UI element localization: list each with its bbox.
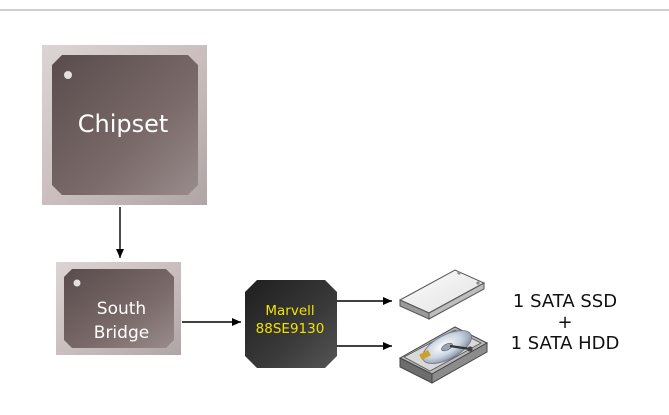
marvell-label-line1: Marvell [265, 303, 315, 319]
pin1-dot-icon [73, 279, 81, 287]
south-bridge-label: South Bridge [64, 297, 179, 345]
marvell-controller-chip [245, 280, 337, 368]
marvell-label-line2: 88SE9130 [255, 321, 325, 337]
chipset-label: Chipset [77, 110, 169, 138]
storage-label-plus: + [557, 312, 573, 333]
south-bridge-label-line2: Bridge [93, 323, 150, 343]
hard-disk-drive-icon [398, 326, 489, 384]
south-bridge-label-line1: South [96, 299, 147, 319]
chipset-chip [42, 45, 207, 205]
marvell-label: Marvell 88SE9130 [244, 302, 336, 338]
storage-label: 1 SATA SSD + 1 SATA HDD [470, 291, 660, 354]
south-bridge-chip [56, 262, 181, 355]
storage-label-ssd: 1 SATA SSD [512, 291, 618, 312]
storage-label-hdd: 1 SATA HDD [510, 333, 620, 354]
top-divider [0, 9, 669, 11]
pin1-dot-icon [64, 71, 72, 79]
ssd-drive-icon [398, 269, 486, 320]
